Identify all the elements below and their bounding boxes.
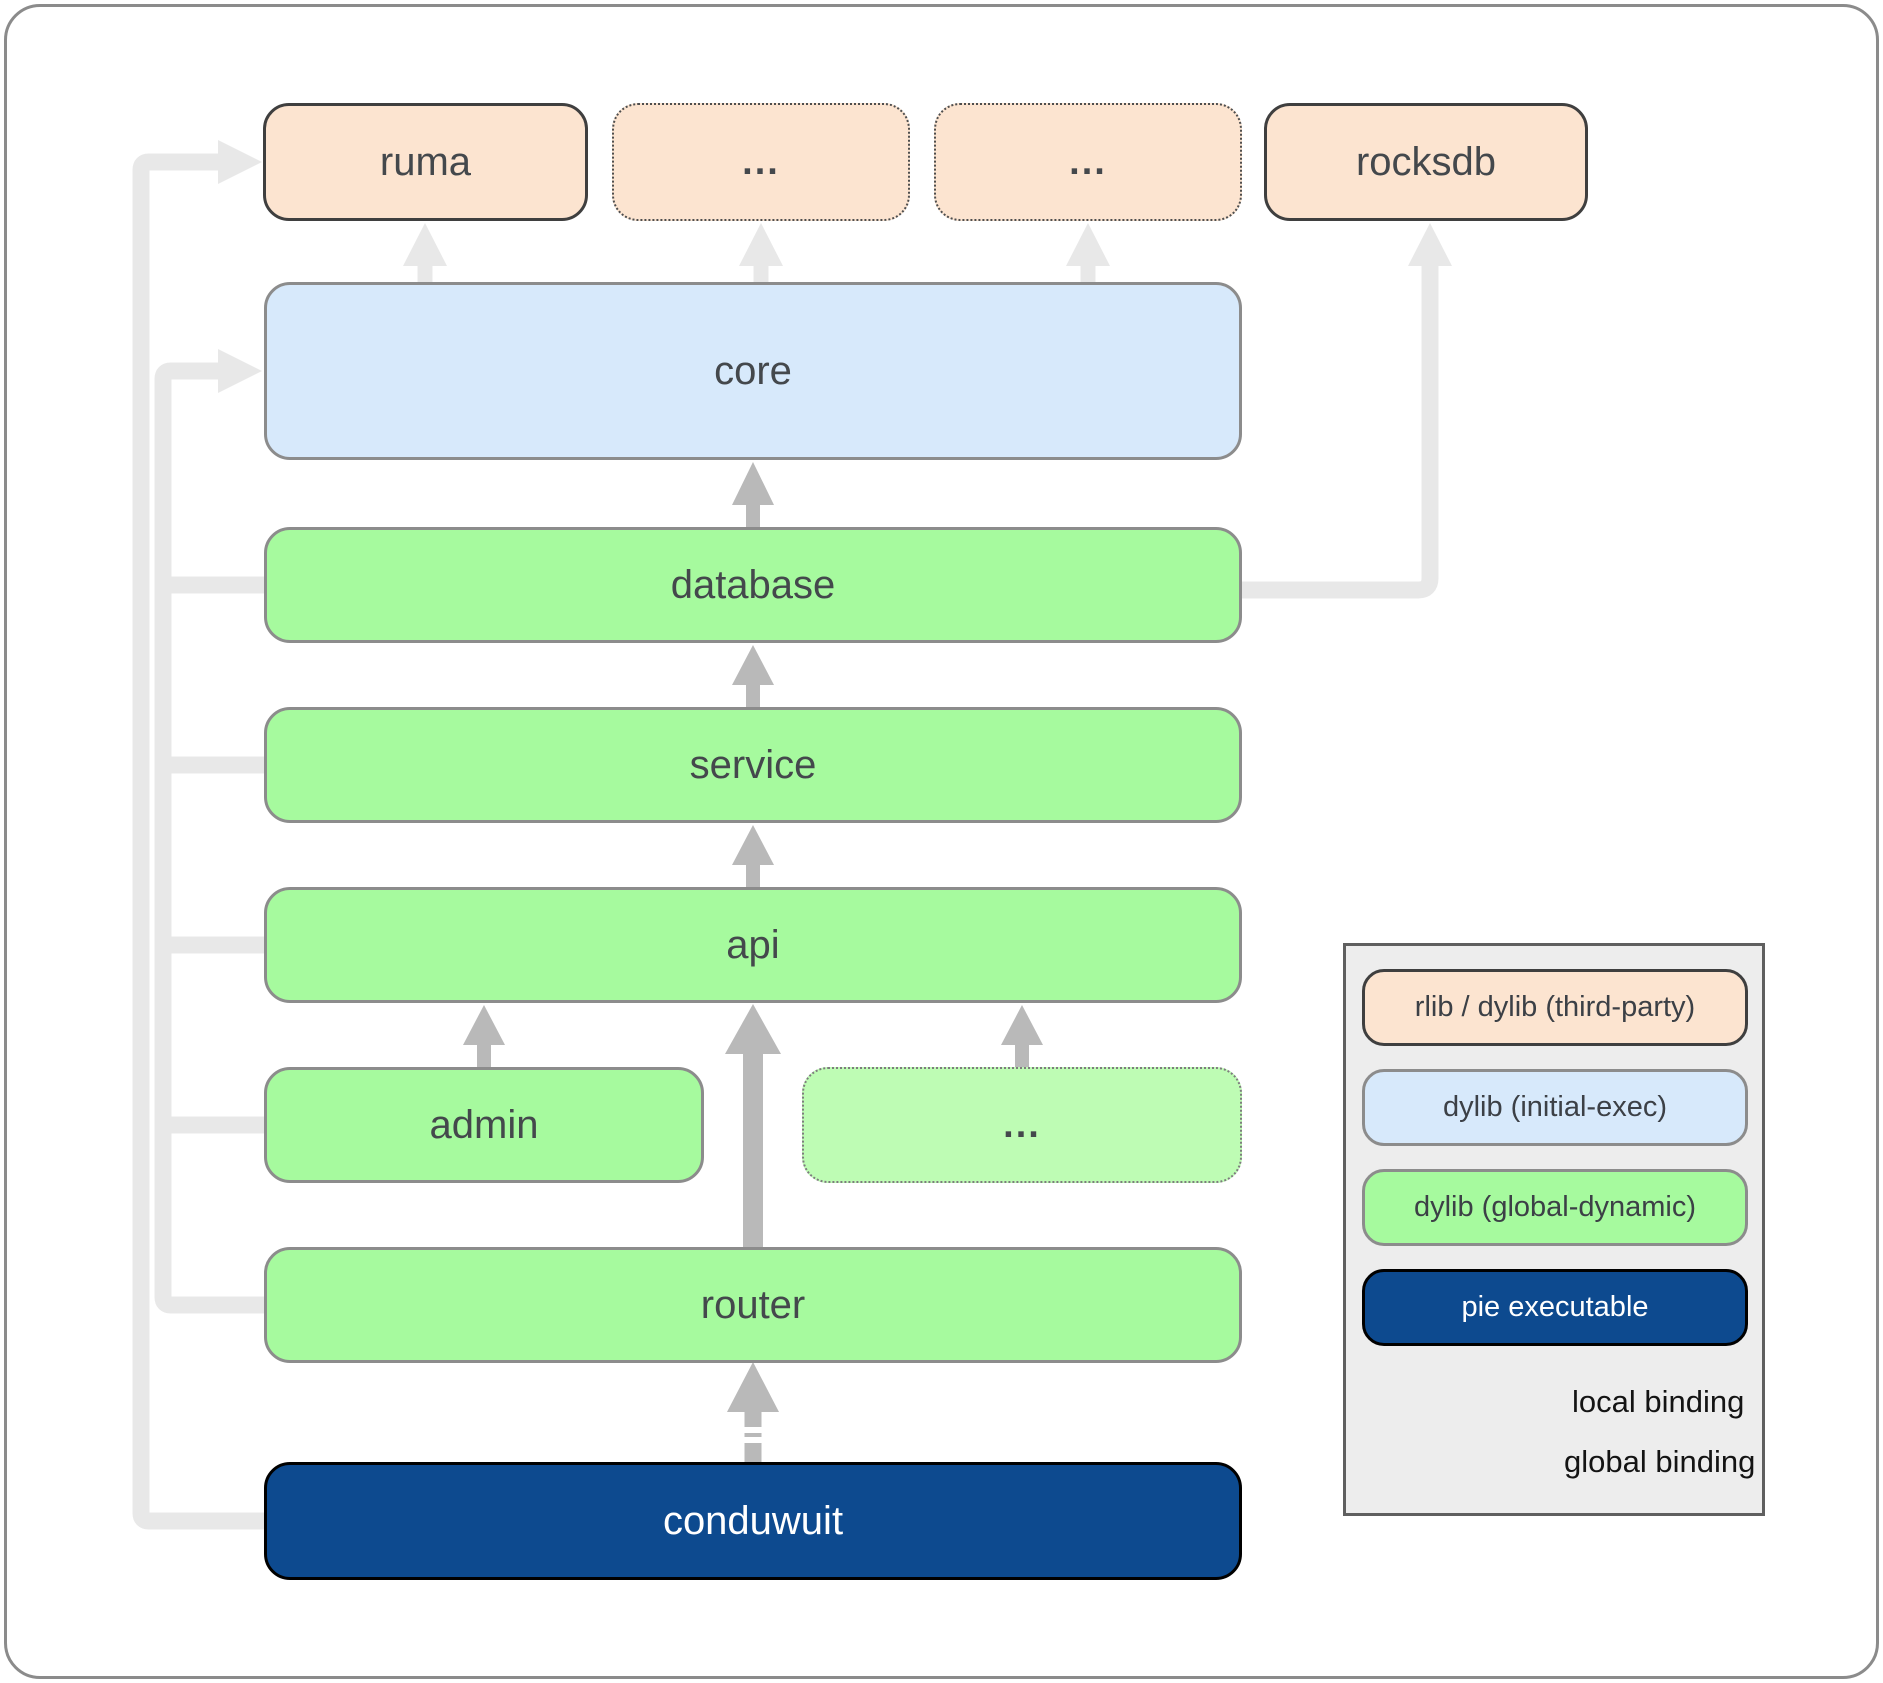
node-api: api bbox=[264, 887, 1242, 1003]
node-core: core bbox=[264, 282, 1242, 460]
legend-item-pie-executable: pie executable bbox=[1362, 1269, 1748, 1346]
legend-global-binding-label: global binding bbox=[1564, 1444, 1756, 1479]
node-api-label: api bbox=[726, 922, 780, 967]
edge-core-ellipsis1 bbox=[739, 223, 783, 283]
node-ellipsis-3-label: ... bbox=[1003, 1103, 1041, 1146]
node-database: database bbox=[264, 527, 1242, 643]
legend-local-binding-label: local binding bbox=[1572, 1384, 1745, 1419]
edge-core-ellipsis2 bbox=[1066, 223, 1110, 283]
node-router-label: router bbox=[700, 1282, 806, 1327]
node-service-label: service bbox=[689, 742, 817, 787]
edge-database-core bbox=[732, 462, 774, 528]
node-database-label: database bbox=[670, 562, 836, 607]
node-ellipsis-3: ... bbox=[802, 1067, 1242, 1183]
node-ellipsis-1-label: ... bbox=[742, 140, 780, 183]
edge-ellipsis3-api bbox=[1001, 1005, 1043, 1068]
node-ruma-label: ruma bbox=[379, 139, 472, 184]
edge-router-api bbox=[725, 1004, 781, 1248]
legend-item-global-dynamic: dylib (global-dynamic) bbox=[1362, 1169, 1748, 1246]
node-ellipsis-1: ... bbox=[612, 103, 910, 221]
legend-panel: rlib / dylib (third-party) dylib (initia… bbox=[1343, 943, 1765, 1516]
node-rocksdb-label: rocksdb bbox=[1355, 139, 1497, 184]
diagram-outer-frame bbox=[4, 4, 1879, 1679]
node-service: service bbox=[264, 707, 1242, 823]
node-conduwuit: conduwuit bbox=[264, 1462, 1242, 1580]
node-ruma: ruma bbox=[263, 103, 588, 221]
legend-item-third-party: rlib / dylib (third-party) bbox=[1362, 969, 1748, 1046]
edge-service-database bbox=[732, 645, 774, 708]
edge-core-ruma bbox=[403, 223, 447, 283]
node-admin-label: admin bbox=[429, 1102, 539, 1147]
node-ellipsis-2-label: ... bbox=[1069, 140, 1107, 183]
node-conduwuit-label: conduwuit bbox=[662, 1498, 844, 1543]
legend-item-initial-exec-label: dylib (initial-exec) bbox=[1442, 1091, 1667, 1123]
legend-item-third-party-label: rlib / dylib (third-party) bbox=[1414, 991, 1696, 1023]
legend-item-initial-exec: dylib (initial-exec) bbox=[1362, 1069, 1748, 1146]
node-ellipsis-2: ... bbox=[934, 103, 1242, 221]
legend-item-pie-executable-label: pie executable bbox=[1461, 1291, 1649, 1323]
edge-conduwuit-router bbox=[727, 1362, 779, 1463]
edge-dylibs-core-rail bbox=[154, 349, 264, 1314]
edge-admin-api bbox=[463, 1005, 505, 1068]
node-admin: admin bbox=[264, 1067, 704, 1183]
node-router: router bbox=[264, 1247, 1242, 1363]
edge-conduwuit-ruma-rail bbox=[132, 140, 264, 1530]
edge-api-service bbox=[732, 825, 774, 888]
node-rocksdb: rocksdb bbox=[1264, 103, 1588, 221]
legend-item-global-dynamic-label: dylib (global-dynamic) bbox=[1413, 1191, 1697, 1223]
node-core-label: core bbox=[714, 348, 792, 393]
edge-database-rocksdb bbox=[1242, 223, 1452, 599]
